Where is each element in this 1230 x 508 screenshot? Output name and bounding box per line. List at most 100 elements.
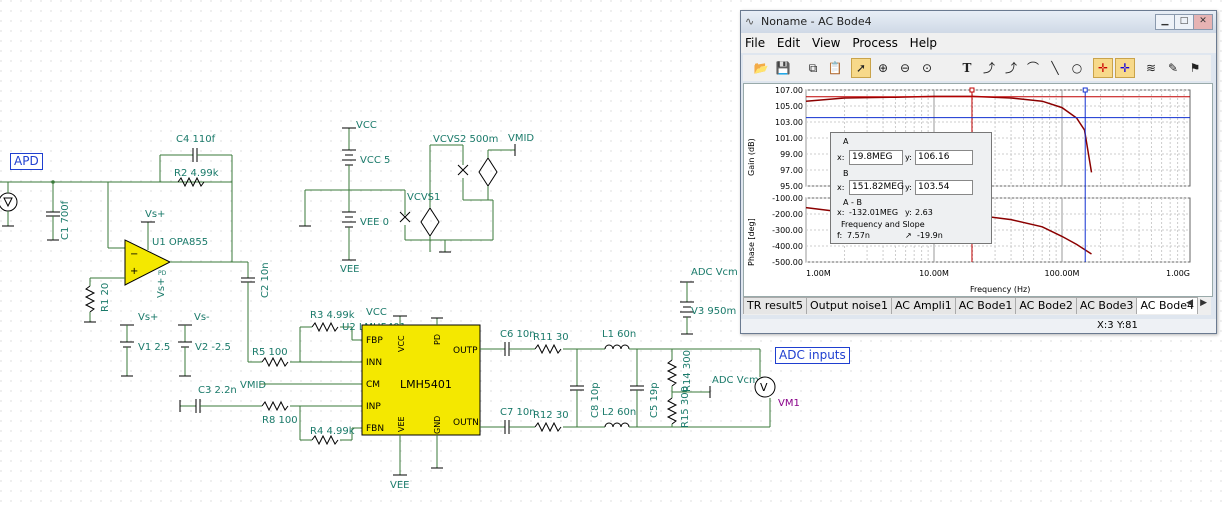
ac-bode-window[interactable]: ∿ Noname - AC Bode4 ▁ □ ✕ File Edit View… [740, 10, 1217, 334]
resistor-r12[interactable] [534, 421, 562, 433]
inductor-l1[interactable] [604, 344, 630, 350]
cursor-b-y-field[interactable]: 103.54 [915, 180, 973, 195]
title-bar[interactable]: ∿ Noname - AC Bode4 ▁ □ ✕ [741, 11, 1216, 33]
label-c7: C7 10n [500, 407, 536, 418]
tab-ac-ampli1[interactable]: AC Ampli1 [890, 297, 956, 314]
vcvs1[interactable] [399, 190, 440, 252]
source-v3[interactable] [680, 281, 694, 335]
cursor-readout-panel[interactable]: A x: 19.8MEG y: 106.16 B x: 151.82MEG y:… [830, 132, 992, 244]
freq-label: f: [837, 231, 843, 240]
cursor-a-y-field[interactable]: 106.16 [915, 150, 973, 165]
capacitor-c4[interactable] [160, 148, 232, 162]
copy-icon[interactable]: ⧉ [808, 61, 818, 75]
cursor-b-x-field[interactable]: 151.82MEG [849, 180, 904, 195]
menu-help[interactable]: Help [909, 36, 938, 50]
save-icon[interactable]: 💾 [775, 61, 791, 75]
phase-tick-label: -300.00 [772, 226, 803, 235]
resistor-r14[interactable] [666, 349, 678, 392]
wave-tool-icon[interactable]: ≋ [1145, 61, 1157, 75]
source-v2[interactable] [178, 324, 192, 377]
resistor-r11[interactable] [534, 343, 562, 355]
label-l2: L2 60n [602, 407, 636, 418]
cursor-b-icon[interactable]: ✛ [1115, 58, 1135, 78]
vcvs2[interactable] [457, 145, 498, 200]
gain-trace [805, 95, 1093, 173]
zoom-out-icon[interactable]: ⊖ [899, 61, 911, 75]
label-r15: R15 300 [680, 386, 691, 428]
marker-icon[interactable]: ⤴ [982, 61, 995, 75]
resistor-r5[interactable] [261, 356, 289, 368]
gain-tick-label: 105.00 [775, 102, 803, 111]
cursor-a-header: A [843, 137, 849, 146]
pin-pd: PD [433, 334, 442, 345]
pin-vcc: VCC [397, 335, 406, 352]
pin-outn: OUTN [453, 418, 479, 428]
diff-header: A - B [843, 198, 862, 207]
tab-ac-bode3[interactable]: AC Bode3 [1075, 297, 1138, 314]
cursor-b-y-label: y: [905, 183, 912, 192]
pointer-icon[interactable]: ➚ [851, 58, 871, 78]
capacitor-c3[interactable] [195, 399, 262, 413]
svg-text:V: V [760, 381, 768, 394]
circle-tool-icon[interactable]: ○ [1071, 61, 1083, 75]
tab-ac-bode2[interactable]: AC Bode2 [1015, 297, 1077, 314]
resistor-r2[interactable] [177, 176, 205, 188]
zoom-in-icon[interactable]: ⊕ [877, 61, 889, 75]
capacitor-c1[interactable] [46, 182, 60, 241]
close-button[interactable]: ✕ [1193, 14, 1213, 30]
paste-icon[interactable]: 📋 [827, 61, 843, 75]
zoom-fit-icon[interactable]: ⊙ [921, 61, 933, 75]
menu-edit[interactable]: Edit [776, 36, 801, 50]
label-r14: R14 300 [682, 350, 693, 392]
text-tool-icon[interactable]: T [962, 61, 972, 75]
cursor-a-icon[interactable]: ✛ [1093, 58, 1113, 78]
menu-file[interactable]: File [745, 36, 766, 50]
cursor-a-x-field[interactable]: 19.8MEG [849, 150, 903, 165]
tab-output-noise1[interactable]: Output noise1 [805, 297, 892, 314]
label-c8: C8 10p [590, 382, 601, 418]
label-adc-vcm-top: ADC Vcm [691, 267, 738, 278]
capacitor-c5[interactable] [630, 349, 644, 427]
source-v1[interactable] [120, 324, 134, 377]
capacitor-c2[interactable] [241, 262, 255, 362]
tab-tr-result5[interactable]: TR result5 [743, 297, 807, 314]
label-c1: C1 700f [60, 200, 71, 240]
resistor-r4[interactable] [311, 434, 339, 446]
curve-icon[interactable]: ⌒ [1026, 61, 1039, 75]
minimize-button[interactable]: ▁ [1155, 14, 1175, 30]
source-vcc[interactable] [342, 149, 356, 166]
bode-plot[interactable]: Gain (dB) Phase [deg] Frequency (Hz) 107… [743, 83, 1213, 297]
open-folder-icon[interactable]: 📂 [753, 61, 769, 75]
svg-text:−: − [130, 249, 138, 260]
tab-ac-bode4[interactable]: AC Bode4 [1136, 297, 1198, 314]
cursor-a-handle [969, 87, 975, 93]
opamp-u1[interactable]: − + PD [124, 239, 172, 286]
amplifier-lmh5401[interactable]: LMH5401 FBP INN CM INP FBN OUTP OUTN VCC… [361, 324, 481, 436]
resistor-r1[interactable] [84, 278, 96, 323]
cursor-b-handle [1082, 87, 1088, 93]
tab-scroll-right-icon[interactable]: ▶ [1200, 298, 1207, 308]
label-apd: APD [10, 153, 43, 170]
maximize-button[interactable]: □ [1174, 14, 1194, 30]
menu-view[interactable]: View [812, 36, 841, 50]
menu-process[interactable]: Process [852, 36, 898, 50]
probe-icon[interactable]: ✎ [1167, 61, 1179, 75]
label-r8: R8 100 [262, 415, 298, 426]
flag-icon[interactable]: ⚑ [1189, 61, 1201, 75]
label-vcvs2: VCVS2 500m [433, 134, 498, 145]
diff-y-value: 2.63 [915, 208, 933, 217]
resistor-r15[interactable] [666, 392, 678, 427]
resistor-r8[interactable] [261, 400, 289, 412]
label-c6: C6 10n [500, 329, 536, 340]
inductor-l2[interactable] [604, 422, 630, 428]
label-r5: R5 100 [252, 347, 288, 358]
tab-ac-bode1[interactable]: AC Bode1 [954, 297, 1017, 314]
resistor-r3[interactable] [311, 321, 339, 333]
marker2-icon[interactable]: ⤴ [1004, 61, 1017, 75]
tab-scroll-left-icon[interactable]: ◀ [1186, 298, 1193, 308]
voltmeter-vm1[interactable]: V [754, 376, 776, 398]
label-c3: C3 2.2n [198, 385, 237, 396]
capacitor-c8[interactable] [570, 349, 584, 427]
line-tool-icon[interactable]: ╲ [1051, 61, 1059, 75]
